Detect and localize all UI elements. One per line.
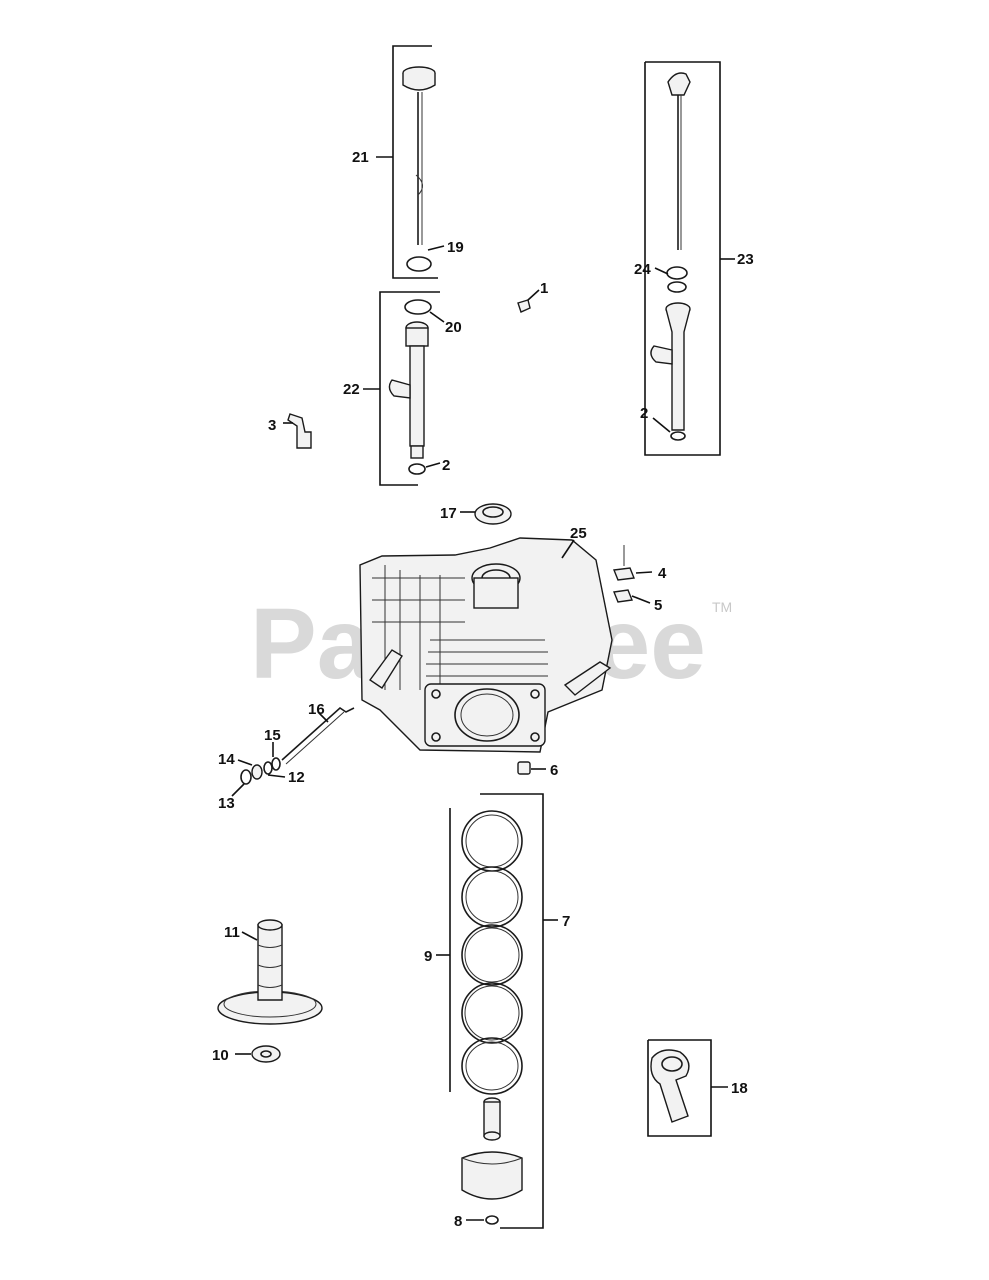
- long-dipstick-tube: [665, 308, 691, 431]
- dipstick-group-23: [644, 61, 735, 456]
- callout-1: 1: [540, 280, 548, 297]
- bracket-7: [480, 793, 544, 1229]
- callout-13: 13: [218, 795, 235, 812]
- callout-11: 11: [224, 924, 240, 941]
- callout-16: 16: [308, 701, 325, 718]
- screw-1: [517, 289, 540, 313]
- ring-5: [461, 1037, 523, 1095]
- bracket-23: [644, 61, 721, 456]
- callout-22: 22: [343, 381, 360, 398]
- washer-10: [235, 1045, 281, 1063]
- washer-15: [271, 757, 281, 771]
- o-ring-20: [404, 299, 432, 315]
- o-ring-24a: [666, 266, 688, 280]
- callout-2a: 2: [442, 457, 450, 474]
- callout-25: 25: [570, 525, 587, 542]
- cam-shaft: [257, 924, 283, 1001]
- leader-16: [317, 711, 329, 723]
- cylinder-bore: [454, 688, 520, 742]
- ring-1: [461, 810, 523, 872]
- leader-13: [231, 783, 245, 797]
- washer-12: [263, 761, 273, 775]
- callout-8: 8: [454, 1213, 462, 1230]
- callout-9: 9: [424, 948, 432, 965]
- leader-2b: [652, 417, 671, 433]
- seal-17: [460, 503, 512, 525]
- callout-17: 17: [440, 505, 457, 522]
- clip-3: [283, 413, 312, 449]
- cylinder-face: [424, 683, 546, 747]
- piston: [461, 1151, 523, 1200]
- o-ring-2a: [408, 463, 426, 475]
- leader-19: [427, 245, 445, 251]
- o-ring-19: [406, 256, 432, 272]
- leader-1: [527, 289, 540, 301]
- part-5: [613, 589, 651, 604]
- callout-15: 15: [264, 727, 281, 744]
- leader-4: [635, 571, 653, 574]
- plug-6: [517, 761, 546, 775]
- callout-2b: 2: [640, 405, 648, 422]
- callout-18: 18: [731, 1080, 748, 1097]
- callout-21: 21: [352, 149, 369, 166]
- callout-10: 10: [212, 1047, 229, 1064]
- leader-12: [267, 774, 286, 778]
- callout-23: 23: [737, 251, 754, 268]
- leader-14: [237, 759, 253, 766]
- leader-25: [561, 539, 575, 559]
- crankcase-25: [359, 537, 613, 753]
- connecting-rod: [650, 1049, 690, 1123]
- ring-3: [461, 924, 523, 986]
- ring-2: [461, 866, 523, 928]
- callout-6: 6: [550, 762, 558, 779]
- leader-11: [241, 931, 258, 941]
- callout-19: 19: [447, 239, 464, 256]
- retainer-8: [485, 1215, 499, 1225]
- dipstick-handle: [667, 72, 691, 96]
- bracket-21: [392, 45, 438, 279]
- dipstick-tube-group-22: [363, 291, 445, 486]
- callout-7: 7: [562, 913, 570, 930]
- leader-20: [429, 311, 445, 323]
- tube-bracket: [388, 379, 411, 399]
- piston-pin: [483, 1101, 501, 1137]
- dipstick-tube: [409, 345, 425, 447]
- pin-13: [240, 769, 252, 785]
- governor-assembly: [231, 706, 355, 797]
- dipstick-group-21: [376, 45, 445, 279]
- leader-24: [654, 267, 669, 275]
- callout-24: 24: [634, 261, 651, 278]
- watermark-trademark: TM: [712, 599, 732, 615]
- part-4: [613, 545, 653, 581]
- callout-labels: 1 2 2 3 4 5 6 7 8 9 10 11 12 13 14 15 16…: [212, 149, 754, 1230]
- o-ring-24b: [667, 281, 687, 293]
- camshaft-11: [217, 919, 323, 1025]
- nut-14: [251, 764, 263, 780]
- bracket-18: [647, 1039, 712, 1137]
- piston-ring-group-7: [436, 793, 558, 1229]
- ring-4: [461, 982, 523, 1044]
- o-ring-2b: [670, 431, 686, 441]
- long-tube-bracket: [650, 345, 673, 365]
- callout-4: 4: [658, 565, 667, 582]
- callout-12: 12: [288, 769, 305, 786]
- governor-shaft-16: [281, 706, 355, 761]
- callout-5: 5: [654, 597, 662, 614]
- connecting-rod-group-18: [647, 1039, 728, 1137]
- callout-3: 3: [268, 417, 276, 434]
- dipstick-cap-body: [402, 73, 436, 91]
- callout-20: 20: [445, 319, 462, 336]
- leader-2a: [425, 462, 441, 468]
- crankcase-body: [359, 537, 613, 753]
- leader-5: [631, 595, 651, 604]
- callout-14: 14: [218, 751, 235, 768]
